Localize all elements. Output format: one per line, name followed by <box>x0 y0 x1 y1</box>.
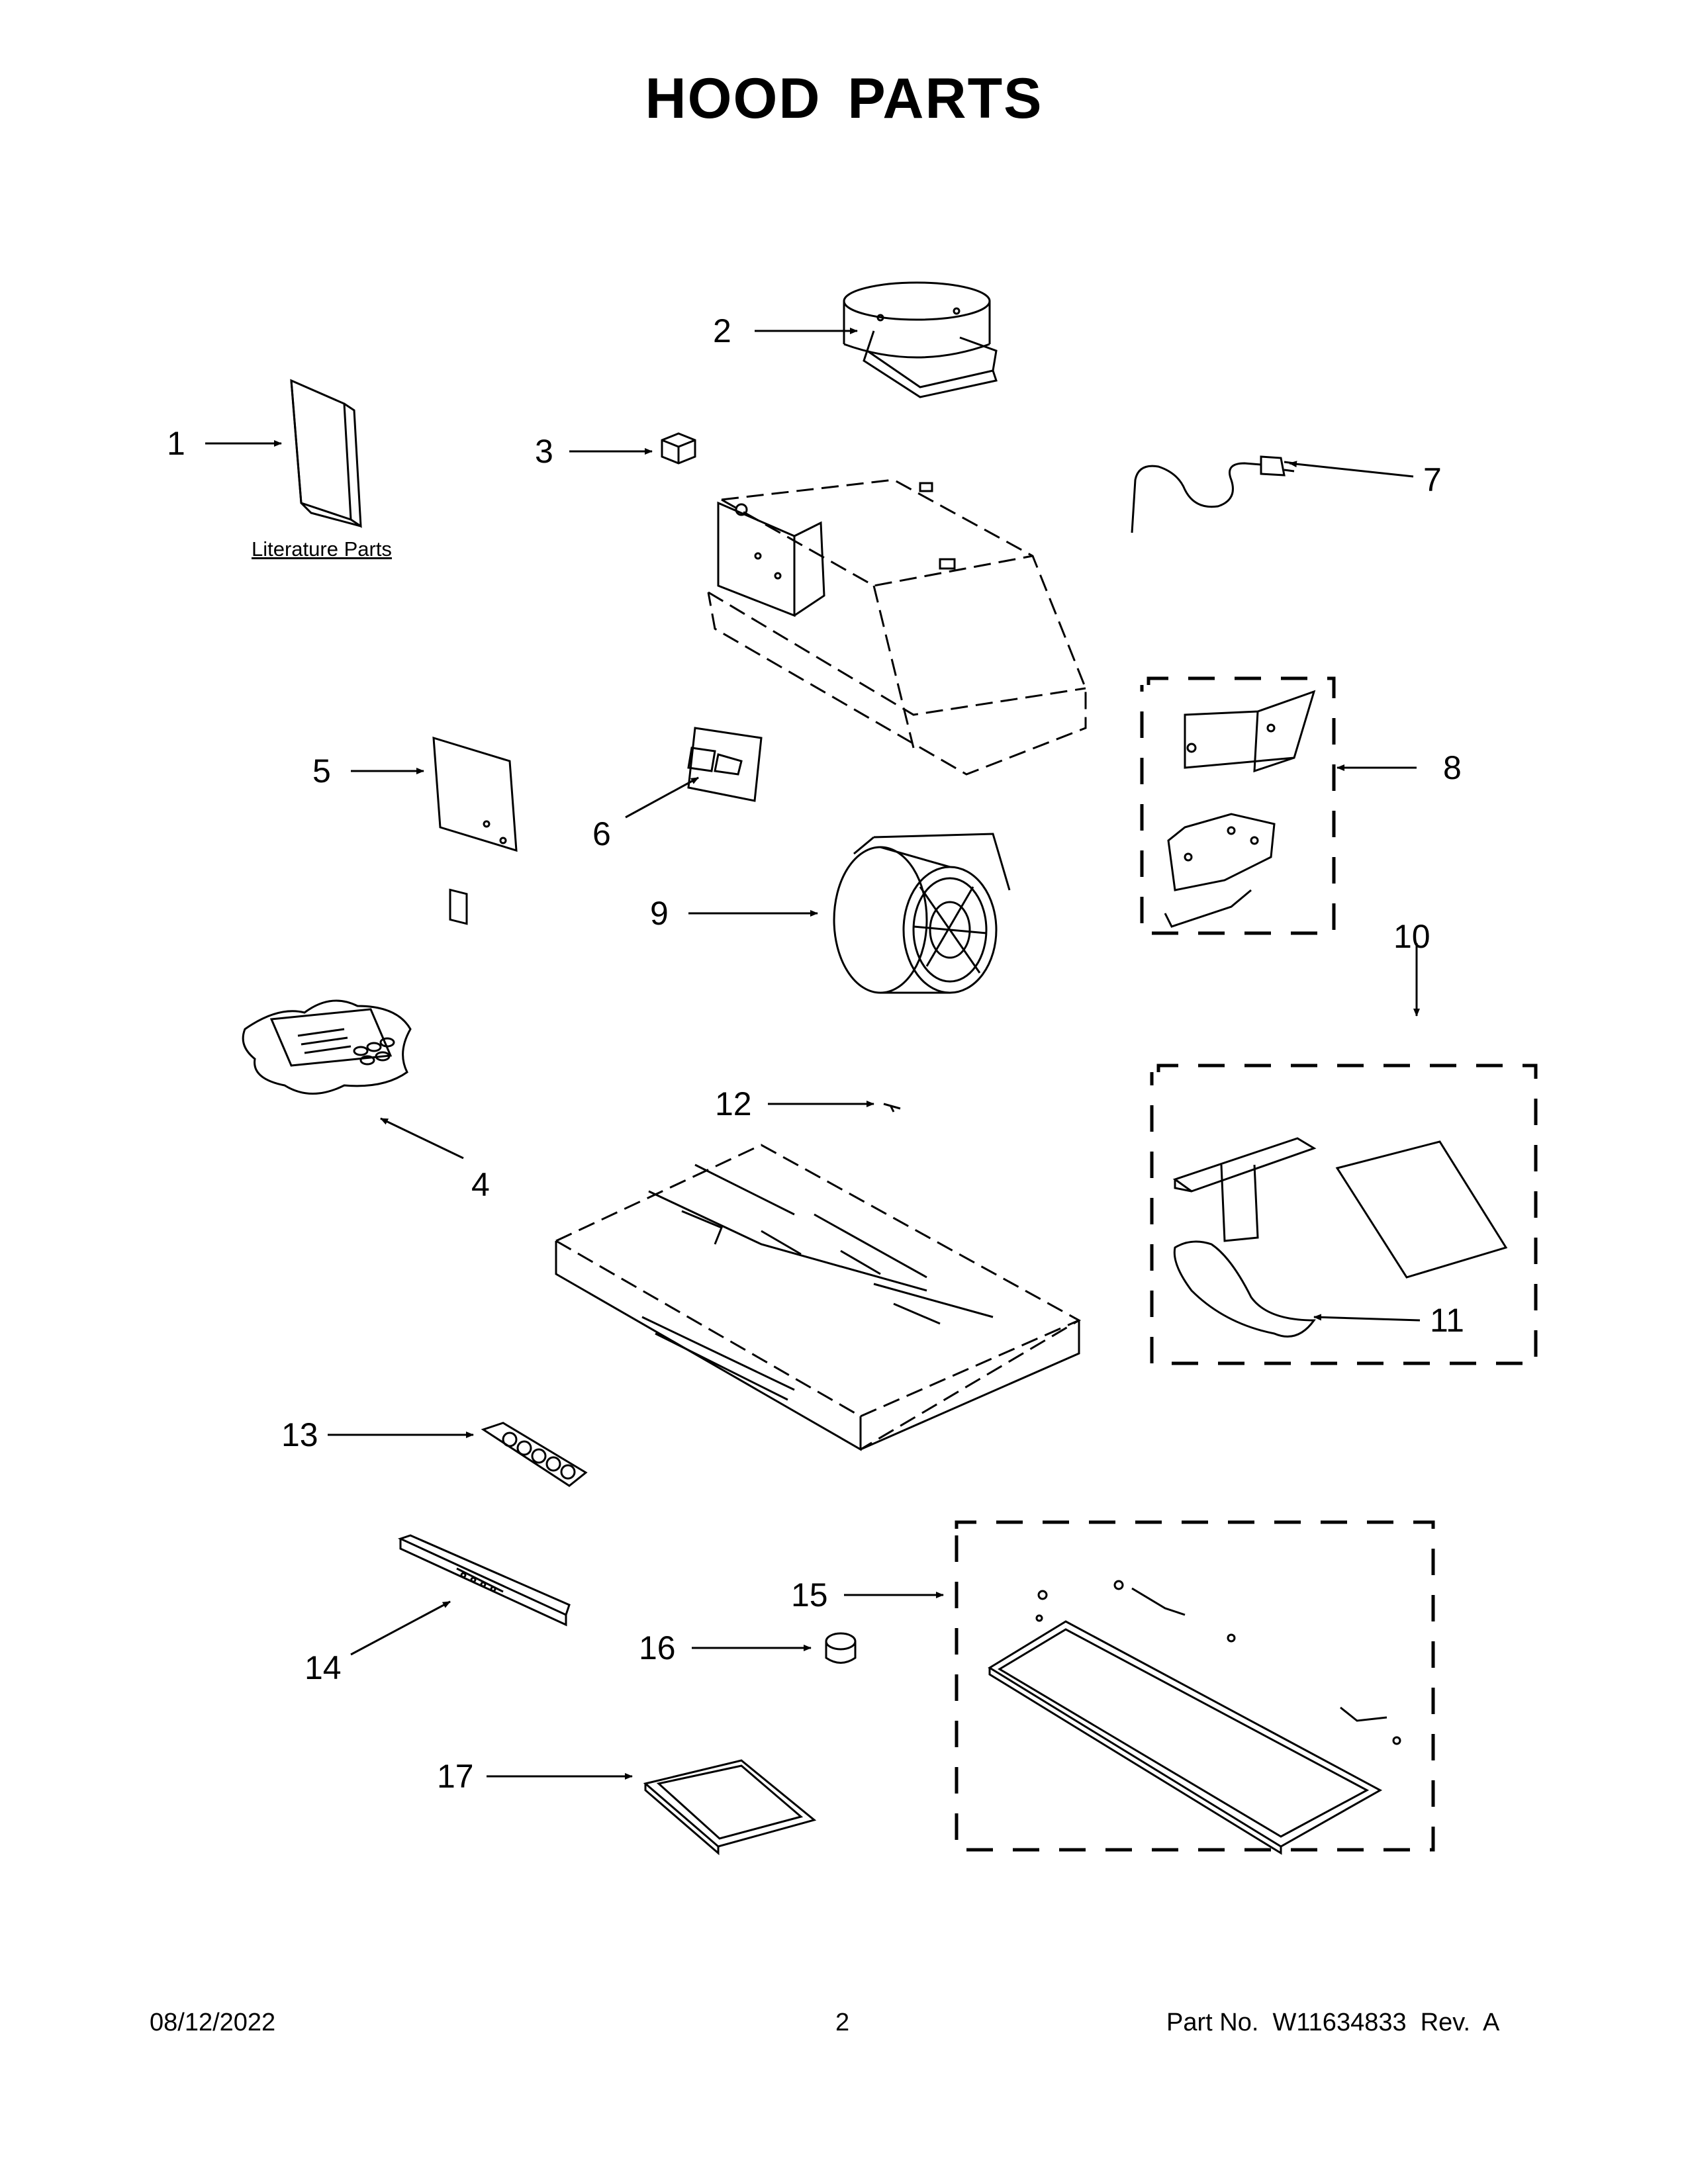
damper-collar-part <box>843 281 998 398</box>
grease-filter-part <box>643 1759 817 1856</box>
literature-parts-label: Literature Parts <box>252 537 392 561</box>
callout-2: 2 <box>713 312 731 349</box>
recirculation-kit-part <box>1172 1137 1508 1338</box>
footer-part-number: Part No. W11634833 Rev. A <box>1166 2009 1500 2036</box>
page-title: HOOD PARTS <box>645 67 1043 130</box>
callout-9: 9 <box>650 895 669 932</box>
callout-7: 7 <box>1423 461 1442 498</box>
arrow-6 <box>625 776 699 819</box>
hood-housing-part <box>707 478 1087 776</box>
callout-5: 5 <box>312 752 331 790</box>
control-panel-strip-part <box>397 1534 571 1627</box>
arrow-11 <box>1313 1314 1421 1322</box>
callout-10: 10 <box>1393 918 1430 955</box>
trim-kit-part <box>988 1580 1401 1855</box>
part-15-dashed-box <box>955 1520 1435 1852</box>
screw-part <box>883 1103 901 1113</box>
callout-1: 1 <box>167 425 185 462</box>
arrow-14 <box>350 1600 451 1656</box>
literature-booklet-part <box>290 379 362 528</box>
callout-14: 14 <box>305 1649 342 1686</box>
light-socket-part <box>825 1632 857 1664</box>
power-cord-part <box>1131 455 1295 533</box>
cover-plate-part <box>432 736 518 925</box>
callout-15: 15 <box>791 1576 828 1614</box>
callout-8: 8 <box>1443 749 1462 786</box>
arrow-4 <box>380 1117 464 1160</box>
control-board-part <box>687 727 763 802</box>
callout-6: 6 <box>592 815 611 852</box>
hood-housing-bracket <box>717 482 956 617</box>
small-block-part <box>661 432 696 465</box>
callout-11: 11 <box>1430 1302 1464 1339</box>
footer-page-number: 2 <box>835 2009 850 2036</box>
callout-16: 16 <box>639 1629 676 1666</box>
blower-motor-part <box>833 833 1011 994</box>
hood-bottom-panel <box>555 1144 1082 1451</box>
light-bar-part <box>481 1422 588 1487</box>
part-8-dashed-box <box>1140 676 1336 935</box>
arrow-7 <box>1289 461 1414 478</box>
mounting-brackets-part <box>1164 690 1316 928</box>
callout-12: 12 <box>715 1085 752 1122</box>
control-overlay-part <box>242 999 412 1095</box>
callout-3: 3 <box>535 433 553 470</box>
part-10-dashed-box <box>1150 1064 1538 1365</box>
callout-arrows <box>205 328 1421 1780</box>
callout-4: 4 <box>471 1166 490 1203</box>
callout-13: 13 <box>281 1416 318 1453</box>
hood-bottom-panel-frame <box>555 1163 1080 1451</box>
footer-date: 08/12/2022 <box>150 2009 276 2036</box>
callout-17: 17 <box>437 1758 474 1795</box>
